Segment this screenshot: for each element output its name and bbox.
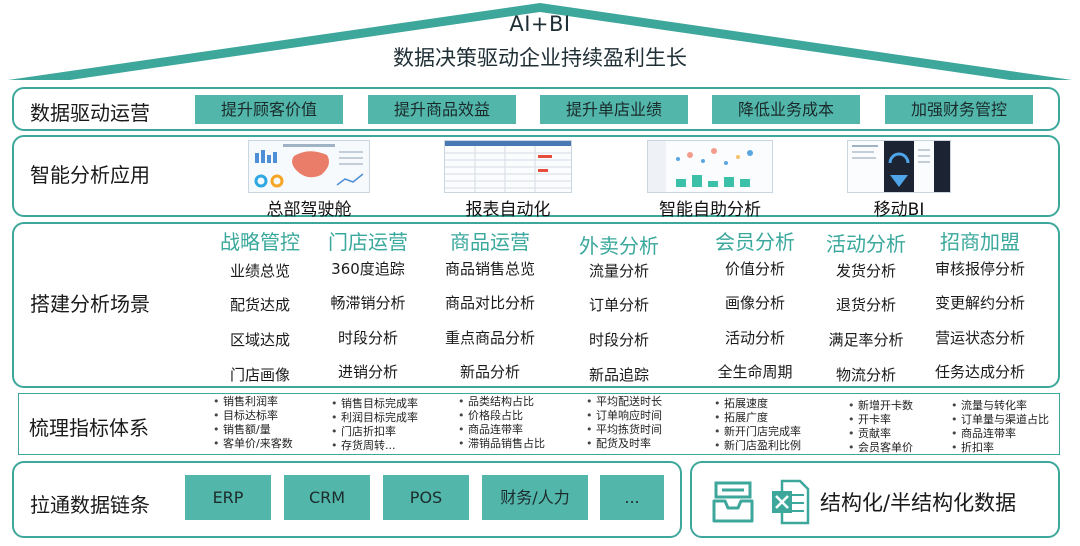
data-source-box: CRM	[284, 475, 370, 520]
scenario-item: 营运状态分析	[934, 329, 1025, 347]
mobile-bi-thumbnail	[847, 140, 951, 193]
row-label: 拉通数据链条	[30, 493, 150, 517]
metric-item: 滞销品销售占比	[458, 437, 545, 451]
scenario-category-title: 会员分析	[715, 230, 795, 254]
scenario-item: 时段分析	[588, 331, 649, 349]
goal-chip: 加强财务管控	[885, 95, 1033, 124]
scenario-item: 新品分析	[459, 363, 520, 381]
scenario-item: 审核报停分析	[934, 260, 1025, 278]
scenario-item: 360度追踪	[331, 260, 405, 278]
metric-item: 贡献率	[848, 427, 891, 441]
metric-item: 品类结构占比	[458, 395, 534, 409]
metric-item: 平均配送时长	[586, 395, 662, 409]
row-metric-system: 梳理指标体系 销售利润率 目标达标率 销售额/量 客单价/来客数 销售目标完成率…	[18, 393, 1060, 455]
roof-triangle	[8, 3, 1072, 80]
metric-item: 存货周转...	[331, 439, 396, 453]
metric-item: 门店折扣率	[331, 425, 396, 439]
scenario-item: 活动分析	[724, 329, 785, 347]
scenario-item: 畅滞销分析	[330, 294, 406, 312]
scenario-item: 配货达成	[229, 296, 290, 314]
data-source-box: POS	[383, 475, 469, 520]
inbox-tray-icon	[712, 481, 754, 523]
scenario-item: 满足率分析	[828, 331, 904, 349]
metric-item: 新增开卡数	[848, 399, 913, 413]
app-label: 智能自助分析	[659, 200, 761, 220]
scenario-item: 任务达成分析	[934, 363, 1025, 381]
scenario-item: 订单分析	[588, 296, 649, 314]
scenario-item: 重点商品分析	[444, 329, 535, 347]
metric-item: 客单价/来客数	[213, 437, 293, 451]
report-thumbnail	[444, 140, 572, 193]
metric-item: 目标达标率	[213, 409, 278, 423]
row-data-chain: 拉通数据链条 ERP CRM POS 财务/人力 ...	[12, 461, 682, 538]
scenario-category-title: 活动分析	[826, 232, 906, 256]
metric-item: 销售目标完成率	[331, 397, 418, 411]
app-label: 报表自动化	[465, 200, 551, 220]
scenario-category-title: 战略管控	[220, 230, 300, 254]
metric-item: 折扣率	[951, 441, 994, 455]
row-label: 数据驱动运营	[30, 101, 150, 125]
scenario-category-title: 外卖分析	[579, 234, 659, 258]
data-source-box: ...	[600, 475, 664, 520]
goal-chip: 提升顾客价值	[195, 95, 343, 124]
structured-data-label: 结构化/半结构化数据	[820, 491, 1017, 515]
metric-item: 会员客单价	[848, 441, 913, 455]
metric-item: 销售额/量	[213, 423, 271, 437]
scenario-item: 画像分析	[724, 294, 785, 312]
scenario-item: 变更解约分析	[934, 294, 1025, 312]
metric-item: 拓展广度	[714, 411, 768, 425]
scenario-item: 时段分析	[337, 329, 398, 347]
scenario-item: 物流分析	[835, 366, 896, 384]
goal-chip: 提升单店业绩	[540, 95, 688, 124]
row-label: 梳理指标体系	[29, 416, 149, 440]
row-structured-data: 结构化/半结构化数据	[690, 461, 1060, 538]
metric-item: 订单量与渠道占比	[951, 413, 1049, 427]
metric-item: 新门店盈利比例	[714, 439, 801, 453]
metric-item: 商品连带率	[951, 427, 1016, 441]
scenario-item: 新品追踪	[588, 366, 649, 384]
dashboard-thumbnail	[248, 140, 370, 193]
spreadsheet-file-icon	[772, 479, 810, 525]
metric-item: 利润目标完成率	[331, 411, 418, 425]
scenario-item: 价值分析	[724, 260, 785, 278]
app-label: 总部驾驶舱	[266, 200, 352, 220]
scenario-item: 流量分析	[588, 262, 649, 280]
scenario-category-title: 招商加盟	[940, 230, 1020, 254]
metric-item: 开卡率	[848, 413, 891, 427]
metric-item: 流量与转化率	[951, 399, 1027, 413]
data-source-box: ERP	[185, 475, 271, 520]
row-label: 搭建分析场景	[30, 292, 150, 316]
roof-title-line1: AI+BI	[509, 12, 571, 36]
row-label: 智能分析应用	[30, 163, 150, 187]
data-source-box: 财务/人力	[482, 475, 588, 520]
metric-item: 商品连带率	[458, 423, 523, 437]
scenario-item: 业绩总览	[229, 262, 290, 280]
row-data-driven-operations: 数据驱动运营 提升顾客价值 提升商品效益 提升单店业绩 降低业务成本 加强财务管…	[12, 87, 1060, 131]
roof-title-line2: 数据决策驱动企业持续盈利生长	[393, 46, 687, 70]
app-label: 移动BI	[873, 200, 925, 220]
metric-item: 订单响应时间	[586, 409, 662, 423]
scenario-item: 门店画像	[229, 366, 290, 384]
metric-item: 销售利润率	[213, 395, 278, 409]
scenario-item: 全生命周期	[717, 363, 793, 381]
metric-item: 拓展速度	[714, 397, 768, 411]
scenario-item: 发货分析	[835, 262, 896, 280]
goal-chip: 降低业务成本	[712, 95, 860, 124]
scenario-item: 商品对比分析	[444, 294, 535, 312]
scenario-category-title: 商品运营	[450, 230, 530, 254]
scenario-item: 商品销售总览	[444, 260, 535, 278]
metric-item: 配货及时率	[586, 437, 651, 451]
metric-item: 平均拣货时间	[586, 423, 662, 437]
row-intelligent-apps: 智能分析应用 总部驾驶舱	[12, 135, 1060, 220]
goal-chip: 提升商品效益	[368, 95, 516, 124]
row-analysis-scenarios: 搭建分析场景 战略管控 业绩总览 配货达成 区域达成 门店画像 门店运营 360…	[12, 222, 1060, 388]
self-service-thumbnail	[647, 140, 773, 193]
scenario-item: 进销分析	[337, 363, 398, 381]
scenario-item: 区域达成	[229, 331, 290, 349]
scenario-item: 退货分析	[835, 296, 896, 314]
metric-item: 新开门店完成率	[714, 425, 801, 439]
metric-item: 价格段占比	[458, 409, 523, 423]
scenario-category-title: 门店运营	[328, 230, 408, 254]
